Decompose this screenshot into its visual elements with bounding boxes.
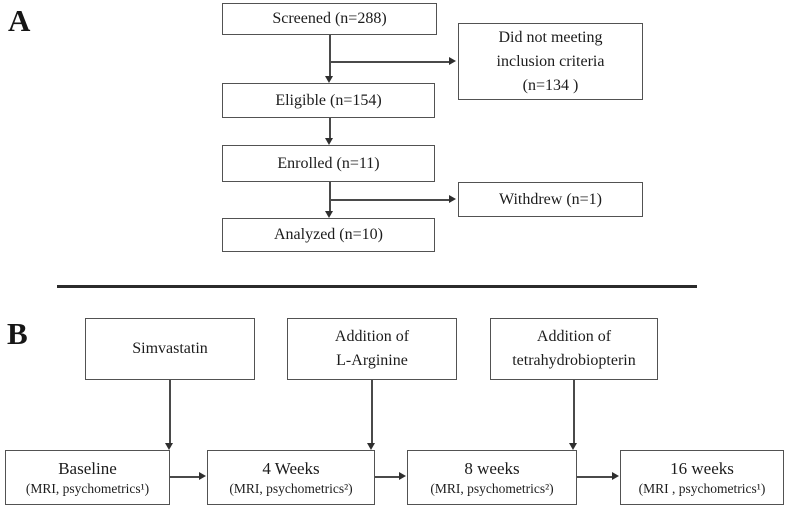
- connector-baseline-to-4-weeks-arrowhead-icon: [199, 472, 206, 480]
- timeline-box-16-weeks-line2: (MRI , psychometrics¹): [638, 480, 766, 496]
- flow-box-screened: Screened (n=288): [222, 3, 437, 35]
- flow-box-withdrew-text: Withdrew (n=1): [498, 190, 602, 208]
- panel-a-label: A: [8, 3, 31, 38]
- timeline-box-baseline-line1: Baseline: [58, 458, 117, 478]
- connector-l-arginine-drop-arrowhead-icon: [367, 443, 375, 450]
- flow-box-eligible-text: Eligible (n=154): [275, 91, 382, 109]
- connector-tetrahydrobiopterin-drop-line: [573, 380, 575, 443]
- flow-box-not-included-line2: inclusion criteria: [496, 52, 605, 70]
- connector-4-weeks-to-8-weeks-line: [375, 476, 400, 478]
- flow-box-not-included-line3: (n=134 ): [522, 76, 579, 94]
- timeline-box-16-weeks: 16 weeks (MRI , psychometrics¹): [620, 450, 784, 505]
- connector-screened-to-excluded-line: [330, 61, 449, 63]
- timeline-box-8-weeks: 8 weeks (MRI, psychometrics²): [407, 450, 577, 505]
- treatment-box-simvastatin: Simvastatin: [85, 318, 255, 380]
- flow-box-analyzed-text: Analyzed (n=10): [274, 226, 383, 243]
- connector-eligible-to-enrolled-arrowhead-icon: [325, 138, 333, 145]
- flow-box-eligible: Eligible (n=154): [222, 83, 435, 118]
- connector-enrolled-to-analyzed-line: [329, 182, 331, 211]
- treatment-box-simvastatin-text: Simvastatin: [132, 340, 208, 357]
- flow-box-not-included: Did not meeting inclusion criteria (n=13…: [458, 23, 643, 100]
- connector-enrolled-to-withdrew-line: [330, 199, 449, 201]
- flow-box-withdrew: Withdrew (n=1): [458, 182, 643, 217]
- connector-tetrahydrobiopterin-drop-arrowhead-icon: [569, 443, 577, 450]
- treatment-box-l-arginine-line1: Addition of: [334, 328, 410, 345]
- connector-simvastatin-drop-line: [169, 380, 171, 443]
- connector-baseline-to-4-weeks-line: [170, 476, 200, 478]
- connector-screened-to-eligible-line: [329, 35, 331, 76]
- timeline-box-4-weeks: 4 Weeks (MRI, psychometrics²): [207, 450, 375, 505]
- connector-simvastatin-drop-arrowhead-icon: [165, 443, 173, 450]
- flow-box-enrolled-text: Enrolled (n=11): [277, 154, 380, 172]
- timeline-box-16-weeks-line1: 16 weeks: [670, 458, 734, 478]
- flow-box-screened-text: Screened (n=288): [272, 10, 387, 27]
- flow-box-enrolled: Enrolled (n=11): [222, 145, 435, 182]
- treatment-box-tetrahydrobiopterin: Addition of tetrahydrobiopterin: [490, 318, 658, 380]
- connector-8-weeks-to-16-weeks-line: [577, 476, 614, 478]
- timeline-box-baseline: Baseline (MRI, psychometrics¹): [5, 450, 170, 505]
- panel-b-label: B: [7, 316, 28, 351]
- treatment-box-tetrahydrobiopterin-line2: tetrahydrobiopterin: [512, 352, 636, 369]
- timeline-box-4-weeks-line2: (MRI, psychometrics²): [229, 480, 353, 496]
- connector-8-weeks-to-16-weeks-arrowhead-icon: [612, 472, 619, 480]
- connector-screened-to-excluded-arrowhead-icon: [449, 57, 456, 65]
- treatment-box-l-arginine: Addition of L-Arginine: [287, 318, 457, 380]
- connector-screened-to-eligible-arrowhead-icon: [325, 76, 333, 83]
- connector-eligible-to-enrolled-line: [329, 118, 331, 138]
- connector-enrolled-to-analyzed-arrowhead-icon: [325, 211, 333, 218]
- flow-box-not-included-line1: Did not meeting: [498, 28, 603, 46]
- flow-box-analyzed: Analyzed (n=10): [222, 218, 435, 252]
- timeline-box-8-weeks-line1: 8 weeks: [464, 458, 520, 478]
- connector-4-weeks-to-8-weeks-arrowhead-icon: [399, 472, 406, 480]
- connector-enrolled-to-withdrew-arrowhead-icon: [449, 195, 456, 203]
- panel-divider-line: [57, 285, 697, 288]
- treatment-box-tetrahydrobiopterin-line1: Addition of: [536, 328, 612, 345]
- treatment-box-l-arginine-line2: L-Arginine: [336, 352, 408, 369]
- timeline-box-baseline-line2: (MRI, psychometrics¹): [25, 480, 150, 496]
- timeline-box-8-weeks-line2: (MRI, psychometrics²): [430, 480, 554, 496]
- timeline-box-4-weeks-line1: 4 Weeks: [262, 458, 320, 478]
- connector-l-arginine-drop-line: [371, 380, 373, 443]
